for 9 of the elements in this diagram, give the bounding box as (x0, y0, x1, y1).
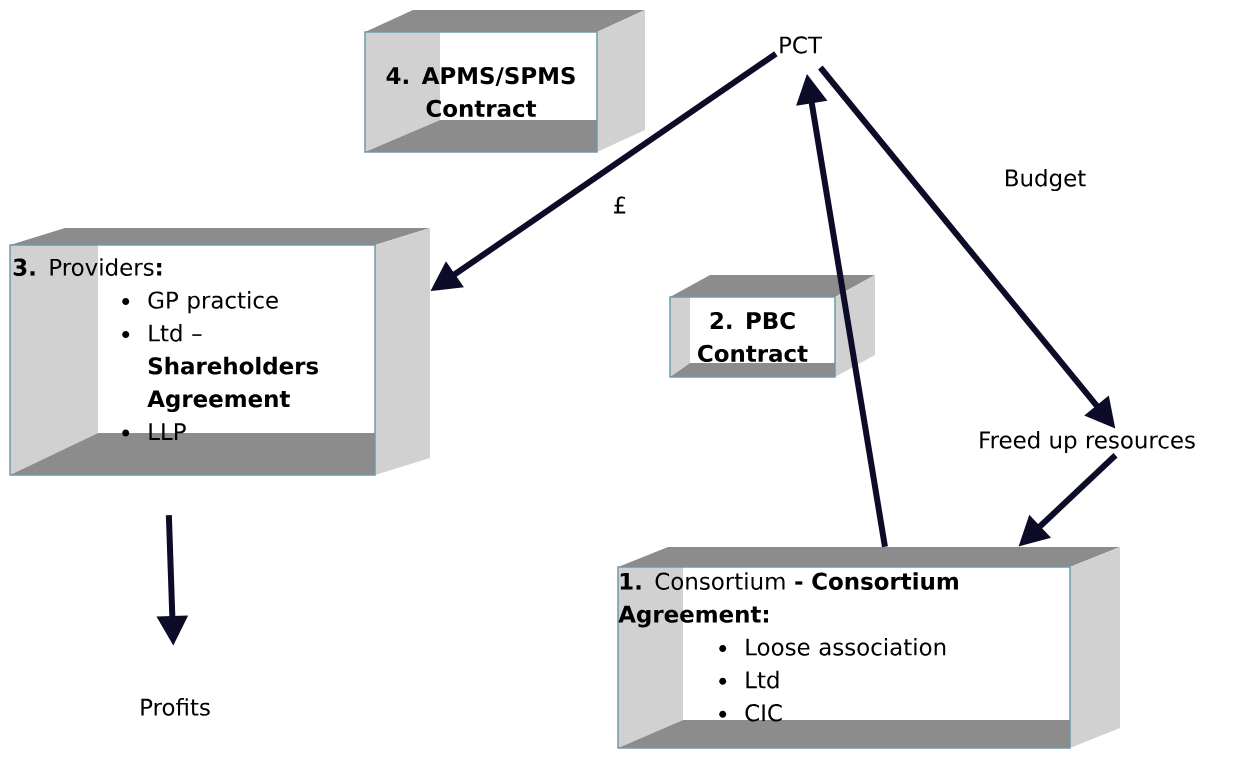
edge-label: £ (610, 194, 630, 216)
open-box: 3. Providers: GP practice Ltd – Shareholders Agreement LLP (9, 228, 430, 476)
text-label: Profits (141, 698, 210, 716)
open-box: 4. APMS/SPMS Contract (364, 10, 645, 153)
open-box: 1. Consortium - Consortium Agreement: Loose association Ltd CIC (617, 547, 1120, 749)
open-box: 2. PBC Contract (669, 275, 875, 378)
text-label: PCT (780, 36, 822, 54)
text-label: Freed up resources (980, 430, 1195, 454)
edge-label: Budget (1001, 166, 1089, 194)
